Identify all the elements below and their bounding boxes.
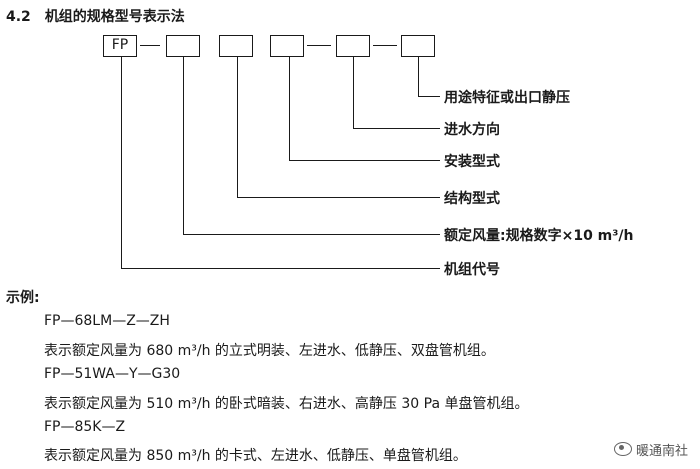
example-description: 表示额定风量为 510 m³/h 的卧式暗装、右进水、高静压 30 Pa 单盘管… — [44, 396, 529, 412]
leader-horizontal — [237, 197, 440, 199]
examples-title: 示例: — [6, 290, 40, 306]
leader-vertical — [237, 57, 239, 198]
leader-vertical — [289, 57, 291, 161]
code-box-installation — [270, 35, 304, 57]
leader-horizontal — [418, 96, 440, 98]
label-structure: 结构型式 — [444, 191, 500, 207]
section-heading: 4.2 机组的规格型号表示法 — [6, 6, 185, 26]
dash-connector — [373, 45, 397, 47]
leader-vertical — [121, 57, 123, 269]
label-unit-code: 机组代号 — [444, 262, 500, 278]
watermark: 暖通南社 — [613, 440, 688, 459]
code-box-airflow — [166, 35, 200, 57]
label-installation: 安装型式 — [444, 154, 500, 170]
label-water-inlet: 进水方向 — [444, 122, 500, 138]
leader-horizontal — [353, 128, 440, 130]
leader-horizontal — [289, 160, 440, 162]
example-code: FP—85K—Z — [44, 419, 126, 435]
watermark-text: 暖通南社 — [635, 444, 688, 459]
code-box-usage — [401, 35, 435, 57]
leader-horizontal — [121, 268, 440, 270]
example-description: 表示额定风量为 850 m³/h 的卡式、左进水、低静压、单盘管机组。 — [44, 448, 467, 464]
code-box-fp: FP — [103, 35, 137, 57]
leader-vertical — [183, 57, 185, 235]
example-code: FP—68LM—Z—ZH — [44, 313, 170, 329]
section-title: 机组的规格型号表示法 — [44, 9, 185, 25]
code-box-structure — [219, 35, 253, 57]
example-code: FP—51WA—Y—G30 — [44, 366, 181, 382]
dash-connector — [307, 45, 331, 47]
dash-connector — [140, 45, 160, 47]
leader-vertical — [418, 57, 420, 97]
weibo-icon — [613, 442, 632, 456]
leader-vertical — [353, 57, 355, 129]
label-airflow: 额定风量:规格数字×10 m³/h — [444, 228, 634, 244]
label-usage: 用途特征或出口静压 — [444, 90, 570, 106]
section-number: 4.2 — [6, 9, 31, 25]
leader-horizontal — [183, 234, 440, 236]
example-description: 表示额定风量为 680 m³/h 的立式明装、左进水、低静压、双盘管机组。 — [44, 343, 495, 359]
code-box-water-inlet — [336, 35, 370, 57]
